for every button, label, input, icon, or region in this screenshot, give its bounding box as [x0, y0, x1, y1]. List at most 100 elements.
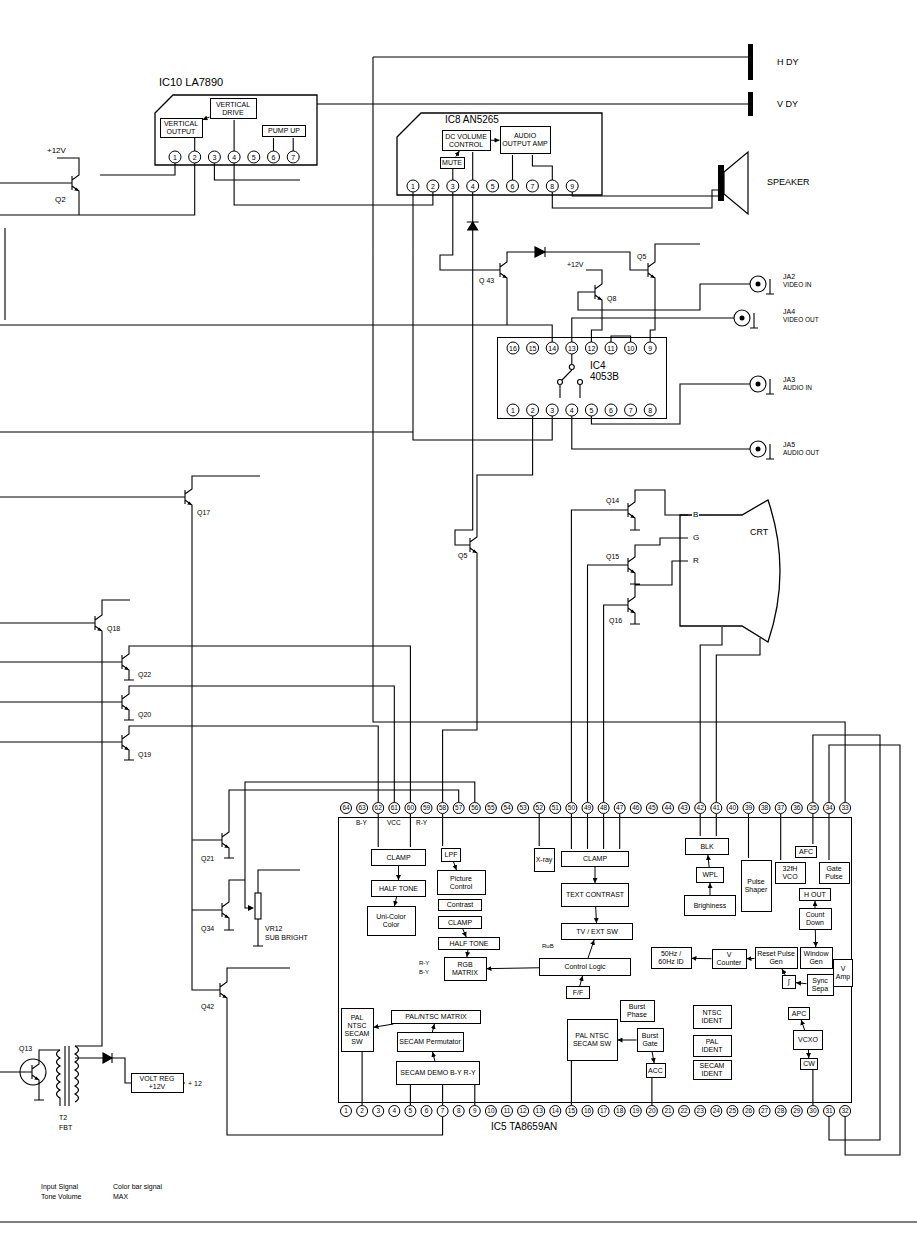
pin-number: 45: [648, 805, 655, 812]
signal-arrow: [808, 1050, 809, 1058]
function-block: F/F: [566, 986, 590, 999]
regulator-box: VOLT REG +12V: [131, 1073, 184, 1093]
outline-shape: [680, 500, 792, 642]
part-label: Q2: [54, 196, 67, 204]
pin-label: G: [692, 534, 700, 542]
function-block: Picture Control: [437, 870, 486, 895]
signal-label: VCC: [386, 820, 402, 827]
pin-number: 56: [471, 805, 478, 812]
pin-number: 17: [600, 1108, 607, 1115]
pin-circle: [711, 1106, 722, 1117]
pin-circle: [546, 180, 558, 192]
pin-number: 3: [212, 154, 216, 161]
transistor: [177, 483, 192, 511]
pin-number: 52: [536, 805, 543, 812]
pin-circle: [840, 803, 851, 814]
block-label: AFC: [799, 848, 813, 856]
signal-arrow: [652, 1052, 654, 1063]
pin-circle: [534, 1106, 545, 1117]
jack-pin: [740, 316, 745, 321]
part-label: FBT: [58, 1124, 73, 1131]
speaker-magnet: [718, 165, 724, 201]
jack-label: JA4: [782, 308, 796, 315]
pin-circle: [566, 180, 578, 192]
pin-circle: [759, 803, 770, 814]
pin-number: 7: [291, 154, 295, 161]
signal-label: VIDEO IN: [782, 282, 813, 289]
function-block: X-ray: [534, 848, 555, 872]
pin-number: 16: [584, 1108, 591, 1115]
block-label: Uni-Color Color: [369, 913, 414, 929]
pin-circle: [357, 803, 368, 814]
block-label: SECAM IDENT: [695, 1062, 730, 1078]
pin-number: 2: [531, 407, 535, 414]
transistor: [587, 278, 602, 306]
transistor: [620, 551, 635, 579]
pin-number: 15: [529, 345, 537, 352]
block-label: Burst Gate: [639, 1032, 662, 1048]
part-label: Q19: [137, 751, 152, 758]
transistor: [214, 826, 229, 854]
block-label: Contrast: [447, 901, 473, 909]
part-label: Q20: [137, 711, 152, 718]
function-block: Pulse Shaper: [741, 860, 772, 912]
pin-circle: [791, 803, 802, 814]
block-label: Pulse Shaper: [743, 878, 770, 894]
pin-circle: [566, 404, 578, 416]
pin-number: 34: [825, 805, 832, 812]
part-label: Q5: [636, 253, 647, 260]
function-block: Count Down: [799, 908, 832, 930]
part-label: Q18: [106, 625, 121, 632]
function-block: Burst Gate: [637, 1028, 664, 1052]
part-label: Q5: [457, 552, 468, 559]
wire: [0, 57, 917, 1222]
pin-circle: [775, 1106, 786, 1117]
pin-circle: [485, 803, 496, 814]
pin-number: 18: [616, 1108, 623, 1115]
function-block: LPF: [441, 848, 461, 862]
signal-arrow: [815, 901, 816, 908]
pin-circle: [743, 1106, 754, 1117]
pin-circle: [437, 1106, 448, 1117]
block-label: V Counter: [714, 951, 745, 967]
pin-circle: [341, 1106, 352, 1117]
ic-label: IC5 TA8659AN: [491, 1121, 557, 1132]
signal-arrow: [588, 940, 594, 958]
pin-circle: [518, 1106, 529, 1117]
pin-circle: [727, 803, 738, 814]
transistor: [114, 648, 129, 676]
function-block: SECAM IDENT: [693, 1060, 732, 1080]
block-label: V Amp: [835, 965, 851, 981]
function-block: PUMP UP: [262, 125, 306, 137]
jack-pin: [756, 382, 761, 387]
pin-circle: [695, 803, 706, 814]
pin-circle: [630, 803, 641, 814]
pin-number: 4: [232, 154, 236, 161]
pin-circle: [743, 803, 754, 814]
pin-number: 4: [471, 183, 475, 190]
block-label: SECAM Permutator: [399, 1038, 460, 1046]
pin-number: 14: [552, 1108, 559, 1115]
signal-label: VIDEO OUT: [782, 317, 820, 324]
function-block: HALF TONE: [438, 937, 500, 950]
pin-number: 5: [252, 154, 256, 161]
signal-arrow: [487, 967, 540, 969]
jack: [750, 376, 766, 392]
pin-circle: [775, 803, 786, 814]
pin-number: 7: [441, 1108, 445, 1115]
block-label: VERTICAL DRIVE: [212, 101, 255, 117]
pin-number: 3: [451, 183, 455, 190]
function-block: BLK: [685, 838, 729, 855]
signal-label: RuB: [541, 943, 555, 949]
block-label: RGB MATRIX: [446, 961, 485, 977]
ic-outline: IC4 4053B: [497, 337, 667, 419]
pin-label: R: [692, 557, 700, 565]
pin-circle: [630, 1106, 641, 1117]
pin-circle: [407, 180, 419, 192]
pin-number: 23: [697, 1108, 704, 1115]
signal-arrow: [580, 976, 583, 986]
pin-number: 3: [376, 1108, 380, 1115]
function-block: PAL/NTSC MATRIX: [391, 1010, 481, 1024]
pin-number: 25: [729, 1108, 736, 1115]
function-block: AUDIO OUTPUT AMP: [500, 126, 551, 154]
